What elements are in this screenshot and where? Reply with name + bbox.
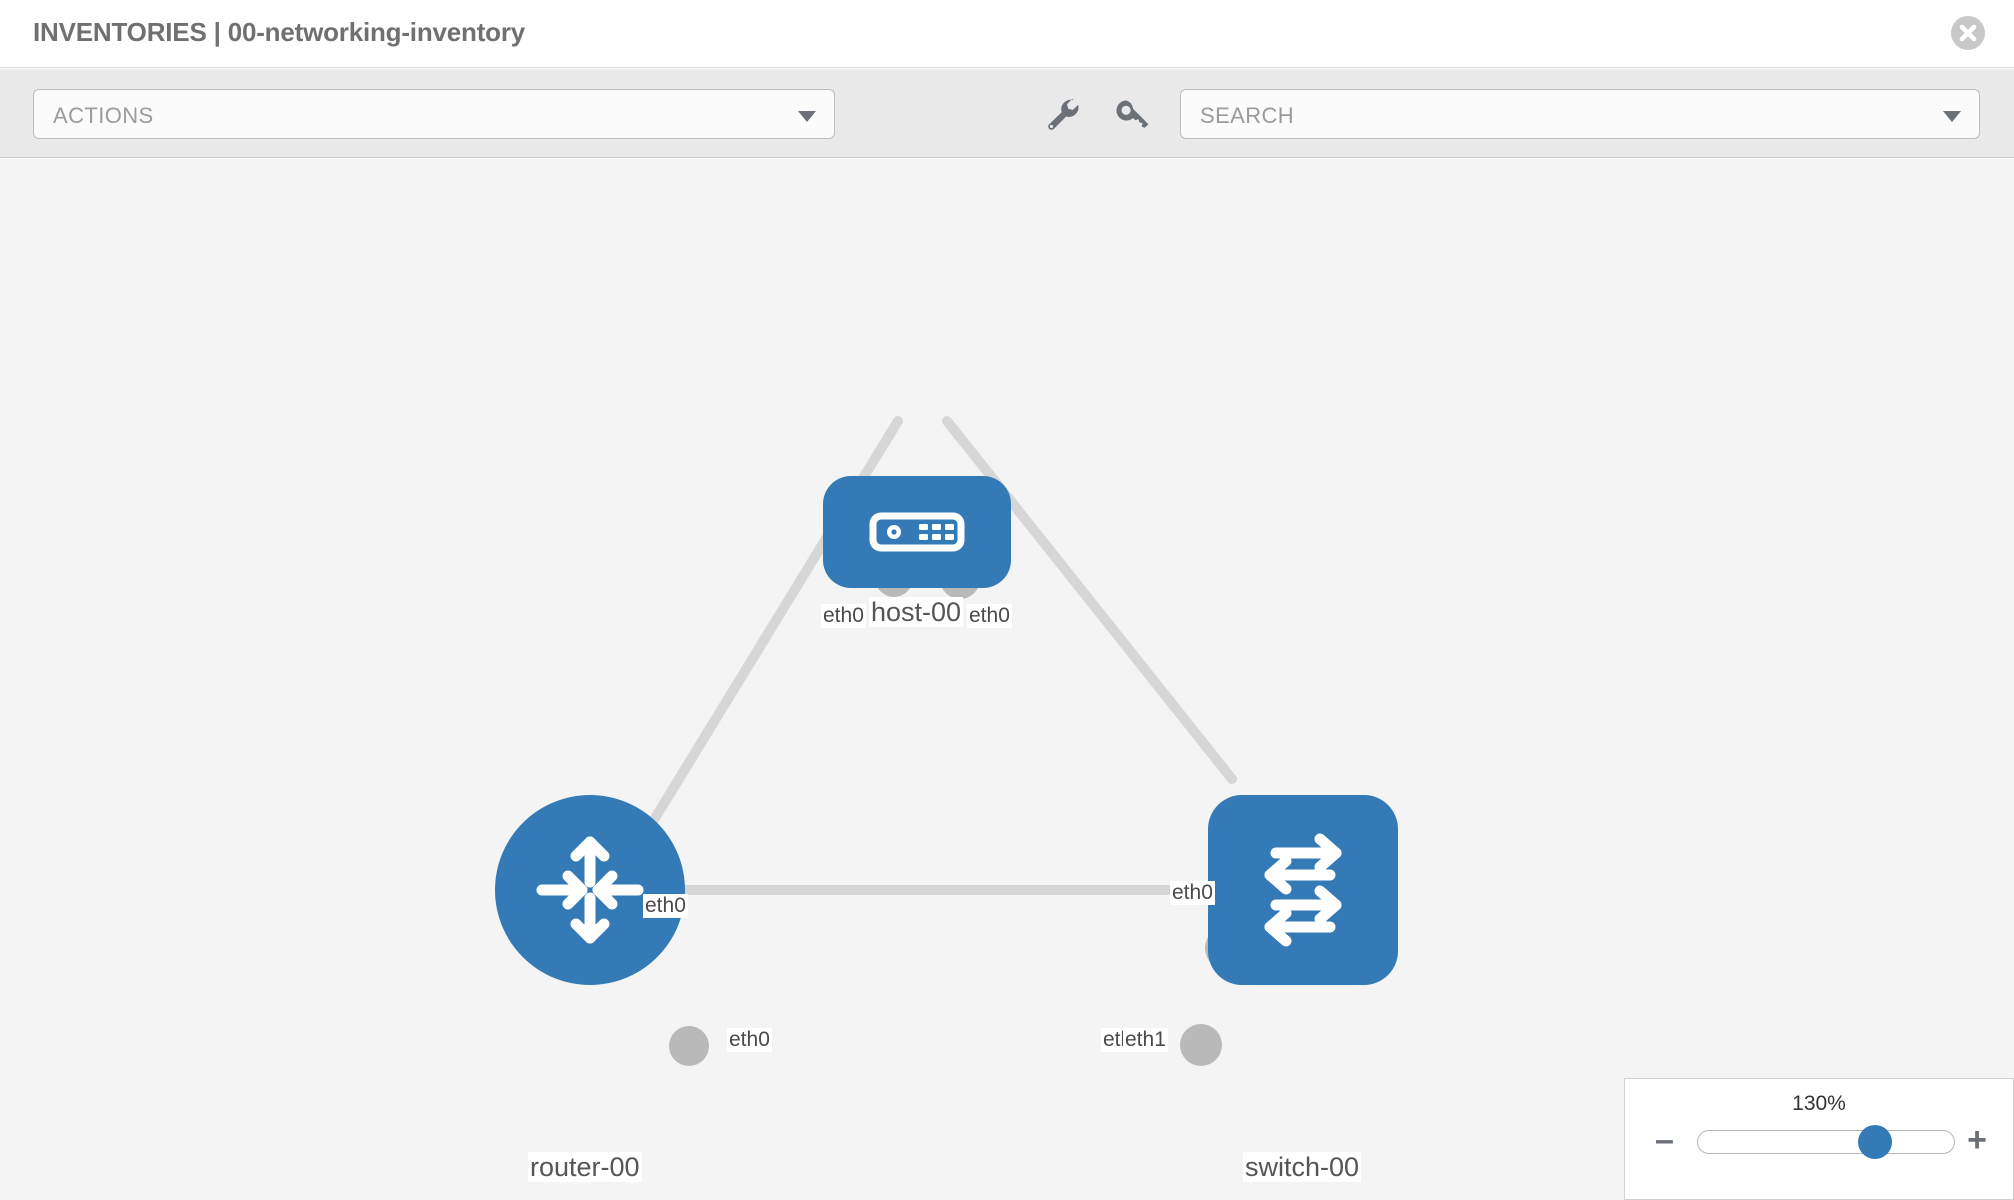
search-input[interactable]: SEARCH — [1180, 89, 1980, 139]
node-switch-00-label: switch-00 — [1243, 1152, 1362, 1183]
edge-label-switch-left-front: eth1 — [1123, 1028, 1168, 1053]
wrench-icon[interactable] — [1043, 97, 1083, 133]
page-header: INVENTORIES | 00-networking-inventory — [0, 0, 2014, 68]
zoom-out-button[interactable]: – — [1655, 1121, 1674, 1159]
zoom-slider[interactable] — [1697, 1125, 1955, 1159]
edge-label-switch-up: eth0 — [1170, 881, 1215, 906]
topology-graph: host-00 — [0, 159, 2014, 1200]
node-router-00-label: router-00 — [528, 1152, 642, 1183]
node-router-00 — [495, 795, 685, 985]
edge-label-router-right: eth0 — [727, 1028, 772, 1053]
edge-host-switch — [942, 416, 1237, 784]
page-title: INVENTORIES | 00-networking-inventory — [33, 17, 526, 47]
zoom-level-value: 130% — [1792, 1092, 1846, 1115]
node-host-00 — [823, 476, 1011, 588]
router-arrows-icon — [536, 836, 644, 944]
server-icon — [869, 512, 965, 552]
actions-dropdown[interactable]: ACTIONS — [33, 89, 835, 139]
chevron-down-icon — [1943, 111, 1961, 122]
switch-arrows-icon — [1264, 833, 1342, 947]
zoom-in-button[interactable]: + — [1967, 1121, 1987, 1159]
knob-switch-left[interactable] — [1180, 1024, 1222, 1066]
chevron-down-icon — [798, 111, 816, 122]
search-placeholder: SEARCH — [1200, 103, 1295, 128]
actions-dropdown-label: ACTIONS — [53, 103, 154, 128]
node-host-00-shape[interactable] — [823, 476, 1011, 588]
key-icon[interactable] — [1112, 97, 1152, 133]
knob-router-right[interactable] — [669, 1026, 709, 1066]
zoom-slider-thumb[interactable] — [1858, 1125, 1892, 1159]
edge-label-router-up: eth0 — [643, 894, 688, 919]
edge-label-host-right: eth0 — [967, 604, 1012, 629]
node-switch-00 — [1208, 795, 1398, 985]
node-switch-00-shape[interactable] — [1208, 795, 1398, 985]
node-host-00-label: host-00 — [869, 597, 964, 628]
close-icon[interactable] — [1951, 16, 1985, 50]
zoom-panel: 130% – + — [1624, 1078, 2014, 1200]
topology-edges — [625, 416, 1237, 895]
toolbar: ACTIONS SEARCH — [0, 69, 2014, 158]
topology-canvas[interactable]: host-00 — [0, 159, 2014, 1200]
edge-label-host-left: eth0 — [821, 604, 866, 629]
node-router-00-shape[interactable] — [495, 795, 685, 985]
